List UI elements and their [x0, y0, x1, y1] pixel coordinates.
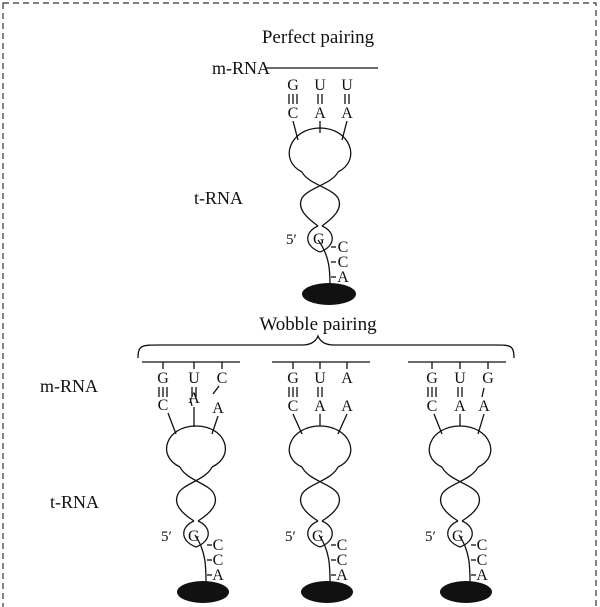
wobble-1-trna-body	[165, 407, 227, 584]
wobble-3-anticodon-1: C	[427, 398, 438, 415]
perfect-anticodon-2: A	[314, 105, 326, 122]
wobble-1-codon-1: G	[157, 370, 169, 387]
five-prime-g-3: G	[452, 528, 464, 545]
wobble-1-codon-3: C	[217, 370, 228, 387]
perfect-anticodon-3: A	[341, 105, 353, 122]
five-prime-g-2: G	[312, 528, 324, 545]
wobble-2-codon-1: G	[287, 370, 299, 387]
wobble-2-codon-3: A	[341, 370, 353, 387]
perfect-cca-3: A	[337, 269, 349, 286]
perfect-codon-1: G	[287, 77, 299, 94]
wobble-3-anticodon-2: A	[454, 398, 466, 415]
wobble-1-cca-1: C	[213, 537, 224, 554]
wobble-3-cca-3: A	[476, 567, 488, 584]
wobble-1-codon-2: U	[188, 370, 200, 387]
wobble-2-codon-2: U	[314, 370, 326, 387]
five-prime-g-top: G	[313, 231, 325, 248]
mrna-label-wobble: m-RNA	[40, 376, 98, 396]
perfect-cca-2: C	[338, 254, 349, 271]
wobble-2-anticodon-2: A	[314, 398, 326, 415]
perfect-trna-body	[288, 120, 352, 287]
wobble-2-anticodon-1: C	[288, 398, 299, 415]
five-prime-2: 5′	[285, 529, 296, 545]
wobble-3-cca-2: C	[477, 552, 488, 569]
five-prime-top: 5′	[286, 232, 297, 248]
trna-label-top: t-RNA	[194, 188, 243, 208]
amino-acid-blob-1	[177, 581, 229, 603]
perfect-codon-2: U	[314, 77, 326, 94]
wobble-1-anticodon-1: C	[158, 397, 169, 414]
wobble-1-cca-2: C	[213, 552, 224, 569]
wobble-2-cca-1: C	[337, 537, 348, 554]
wobble-3-cca-1: C	[477, 537, 488, 554]
wobble-unit-2: G U A C A A 5′	[272, 361, 370, 603]
wobble-3-anticodon-3: A	[478, 398, 490, 415]
wobble-unit-3: G U G C A A	[408, 361, 506, 603]
wobble-3-codon-1: G	[426, 370, 438, 387]
wobble-1-cca-3: A	[212, 567, 224, 584]
wobble-pairing-heading: Wobble pairing	[259, 314, 377, 335]
five-prime-1: 5′	[161, 529, 172, 545]
wobble-2-cca-2: C	[337, 552, 348, 569]
wobble-1-anticodon-3: A	[212, 400, 224, 417]
wobble-3-trna-body	[428, 413, 492, 584]
wobble-brace	[137, 334, 515, 359]
wobble-2-cca-3: A	[336, 567, 348, 584]
wobble-3-codon-3: G	[482, 370, 494, 387]
perfect-anticodon-1: C	[288, 105, 299, 122]
mrna-label-top: m-RNA	[212, 58, 270, 78]
amino-acid-blob-top	[302, 283, 356, 305]
five-prime-3: 5′	[425, 529, 436, 545]
perfect-hbonds	[288, 94, 350, 104]
five-prime-g-1: G	[188, 528, 200, 545]
amino-acid-blob-2	[301, 581, 353, 603]
perfect-cca-1: C	[338, 239, 349, 256]
wobble-3-codon-2: U	[454, 370, 466, 387]
trna-label-wobble: t-RNA	[50, 492, 99, 512]
amino-acid-blob-3	[440, 581, 492, 603]
wobble-2-anticodon-3: A	[341, 398, 353, 415]
perfect-pairing-heading: Perfect pairing	[262, 27, 375, 48]
wobble-unit-1: G U C C A A	[142, 361, 240, 603]
wobble-1-anticodon-2: A	[188, 390, 200, 407]
perfect-codon-3: U	[341, 77, 353, 94]
wobble-2-trna-body	[288, 413, 352, 584]
